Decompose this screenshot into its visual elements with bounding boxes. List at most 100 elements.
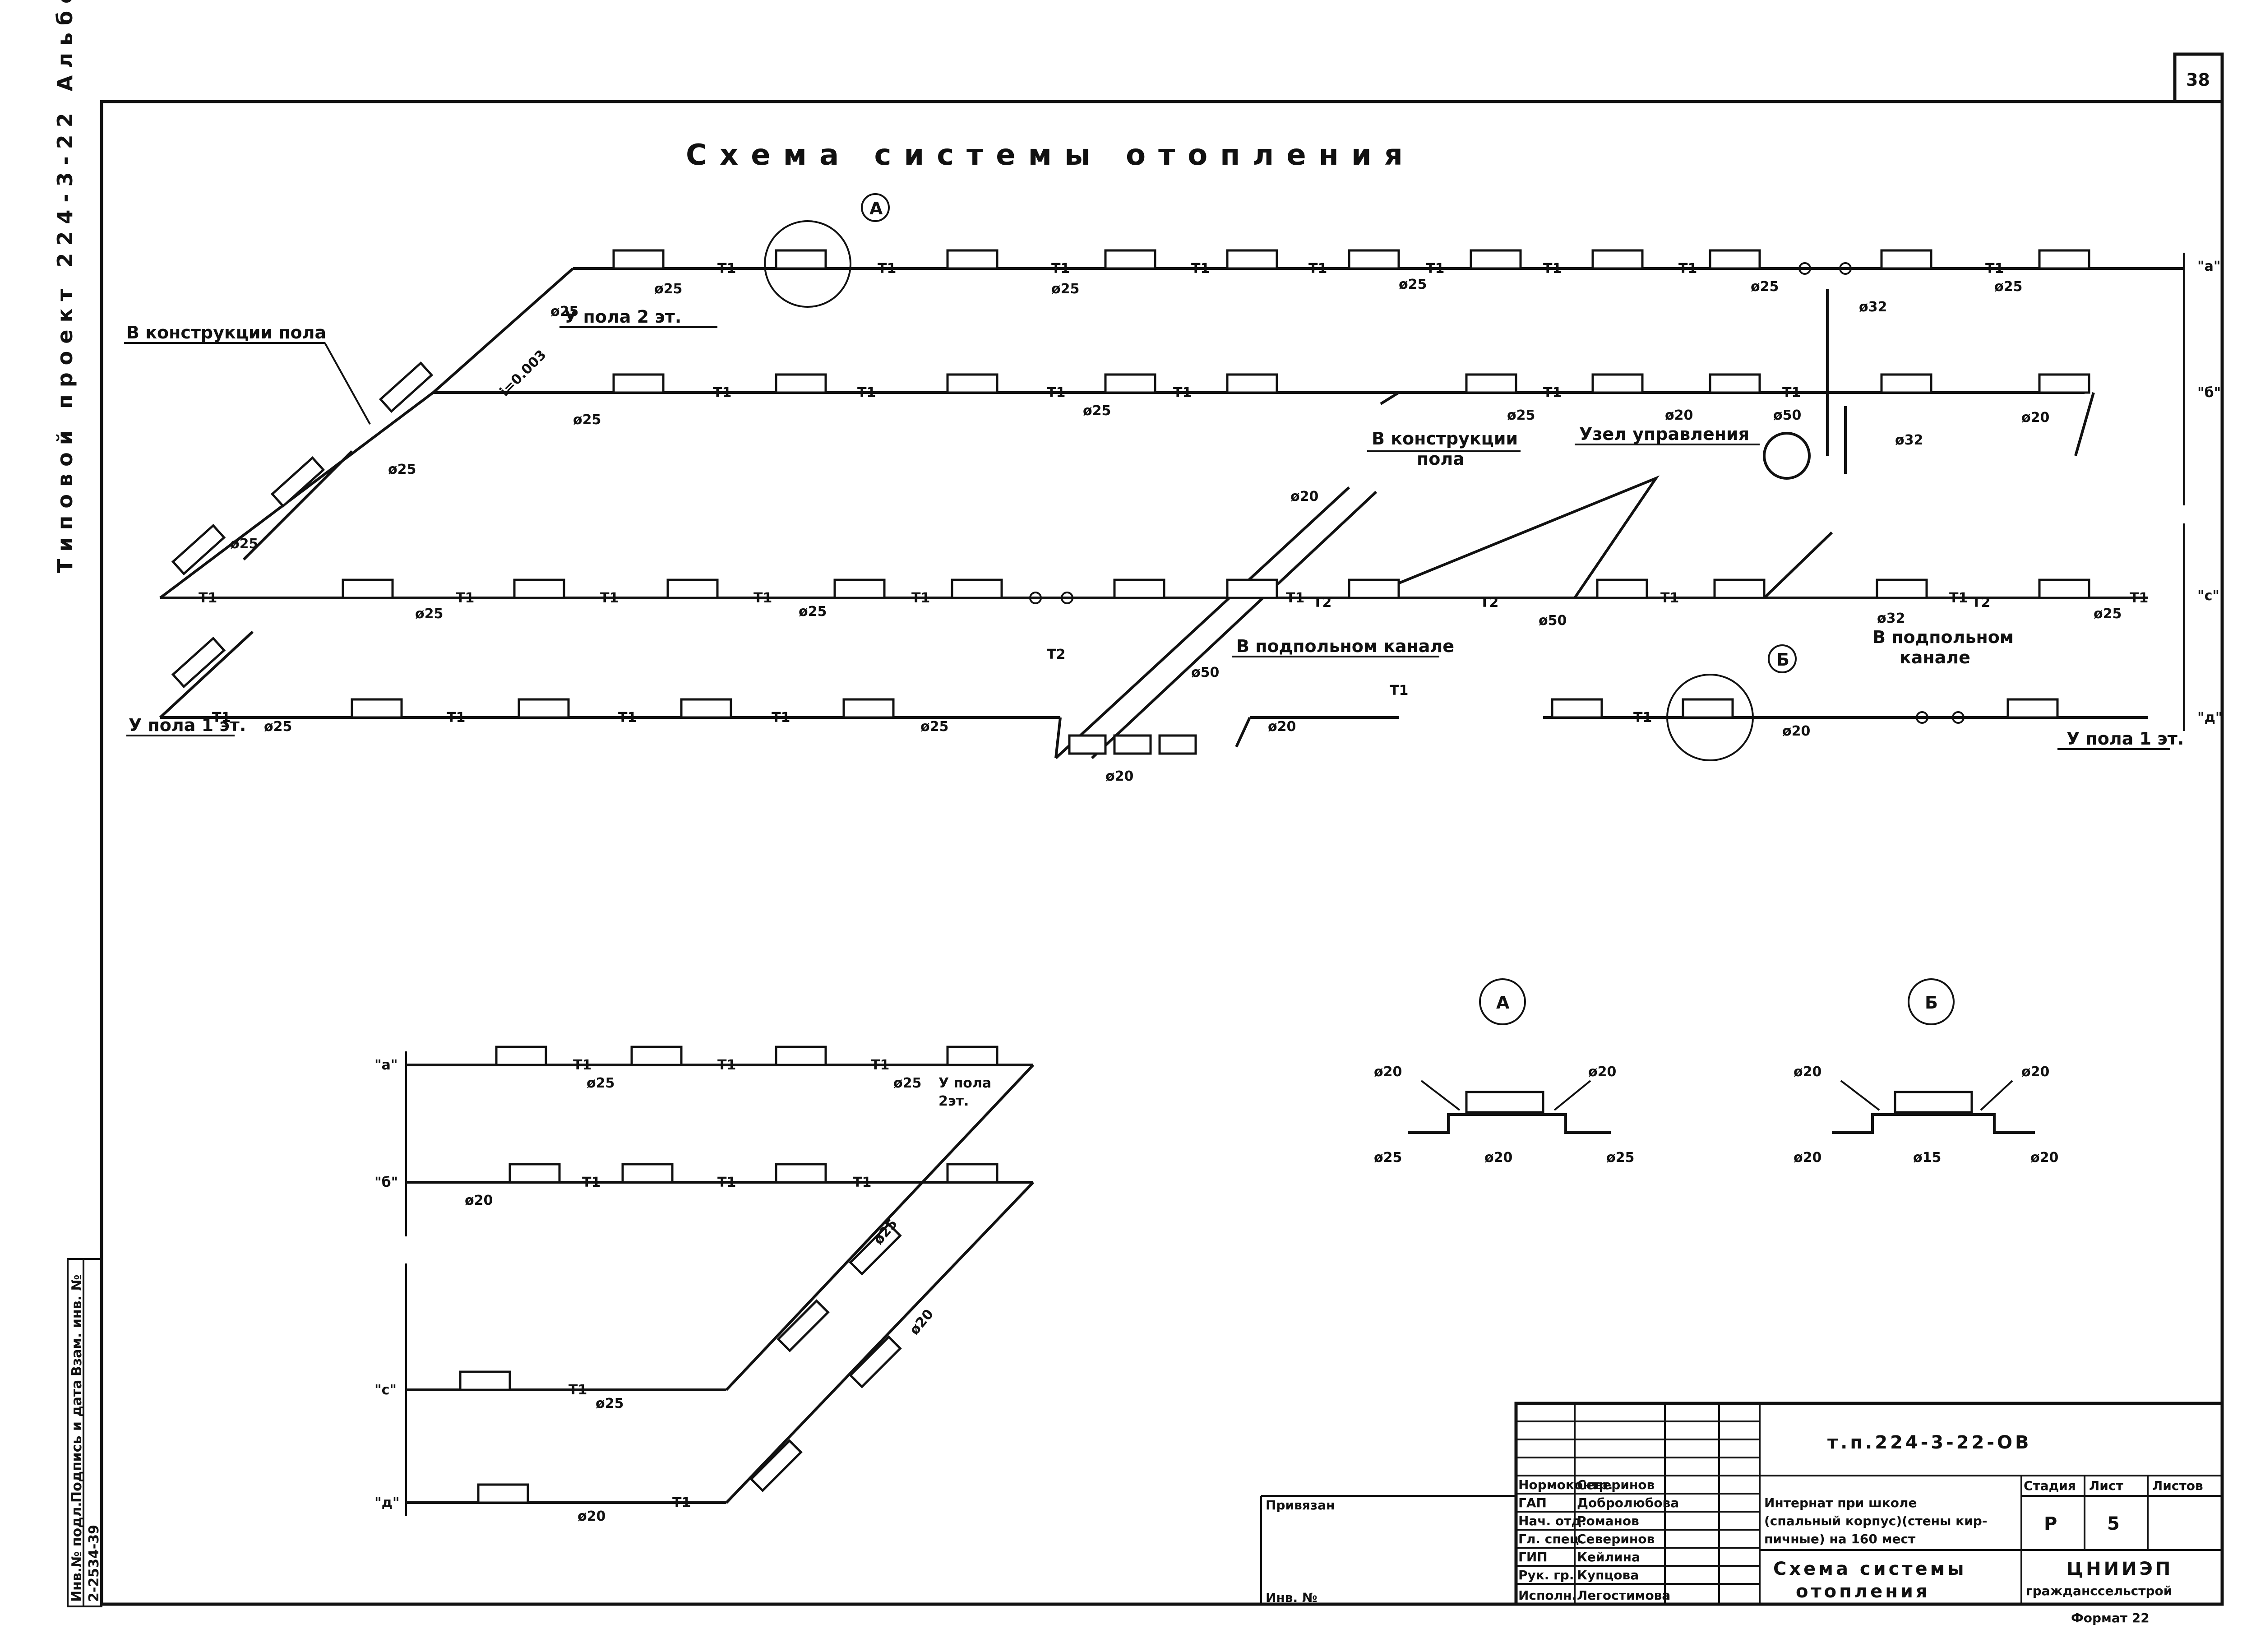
svg-text:Нач. отд.: Нач. отд.	[1518, 1513, 1586, 1528]
svg-text:ø20: ø20	[1374, 1064, 1402, 1080]
callout-b-label: Б	[1776, 650, 1789, 670]
radiators-row-c	[342, 578, 2090, 599]
svg-text:ø20: ø20	[1290, 489, 1318, 504]
svg-text:Т1: Т1	[772, 710, 790, 726]
svg-text:Т1: Т1	[1543, 261, 1562, 277]
svg-text:Рук. гр.: Рук. гр.	[1518, 1568, 1574, 1583]
svg-text:Т1: Т1	[600, 590, 619, 606]
svg-text:Добролюбова: Добролюбова	[1577, 1495, 1679, 1510]
radiators-row-b	[612, 373, 2090, 394]
svg-text:"а": "а"	[374, 1057, 398, 1073]
note-control-unit: Узел управления	[1579, 424, 1749, 444]
doc-code: т.п.224-3-22-ОВ	[1827, 1432, 2032, 1453]
svg-text:ø25: ø25	[596, 1396, 624, 1411]
svg-text:ГИП: ГИП	[1518, 1550, 1548, 1564]
svg-text:Т1: Т1	[569, 1382, 587, 1398]
svg-text:Т1: Т1	[573, 1057, 592, 1073]
svg-text:Т1: Т1	[618, 710, 637, 726]
pipe-labels: Т1 Т1 Т1 Т1 Т1 Т1 Т1 Т1 Т1 Т1 Т1 Т1 Т1 Т…	[199, 261, 2148, 726]
svg-text:Т1: Т1	[871, 1057, 889, 1073]
svg-text:"д": "д"	[374, 1495, 400, 1511]
svg-text:ø25: ø25	[573, 412, 601, 428]
svg-text:Т2: Т2	[1972, 595, 1990, 611]
svg-text:ø25: ø25	[654, 281, 682, 297]
svg-text:Т1: Т1	[1426, 261, 1444, 277]
main-scheme: А Б "а" "б" "с" "д" В конструкции пола У…	[124, 193, 2223, 784]
detail-b: Б ø20 ø20 ø20 ø15 ø20	[1794, 978, 2058, 1166]
svg-text:Т1: Т1	[199, 590, 217, 606]
svg-text:Т1: Т1	[672, 1495, 691, 1511]
svg-text:Т1: Т1	[1047, 385, 1065, 401]
svg-text:А: А	[1496, 993, 1510, 1013]
svg-text:Т1: Т1	[878, 261, 896, 277]
svg-text:Кейлина: Кейлина	[1577, 1550, 1640, 1564]
svg-text:ø25: ø25	[893, 1075, 921, 1091]
svg-text:ø20: ø20	[1268, 719, 1296, 735]
svg-text:2-2534-39: 2-2534-39	[86, 1525, 102, 1602]
svg-text:Нормоконтр.: Нормоконтр.	[1518, 1477, 1613, 1492]
callout-b-circle	[1666, 674, 1754, 761]
note-in-floor-2b: пола	[1417, 449, 1465, 469]
svg-text:ø25: ø25	[1374, 1150, 1402, 1166]
axis-d-label: "д"	[2197, 710, 2223, 726]
svg-text:Т1: Т1	[754, 590, 772, 606]
svg-text:Листов: Листов	[2152, 1478, 2203, 1493]
svg-text:Стадия: Стадия	[2024, 1478, 2076, 1493]
left-stamp: Инв.№ подл. Подпись и дата Взам. инв. № …	[67, 1258, 102, 1607]
svg-text:Т1: Т1	[2130, 590, 2148, 606]
svg-text:Т1: Т1	[447, 710, 465, 726]
note-underfloor-channel: В подпольном канале	[1236, 636, 1454, 656]
project-name-3: пичные) на 160 мест	[1764, 1532, 1916, 1546]
svg-text:Т1: Т1	[857, 385, 876, 401]
svg-text:ø25: ø25	[1399, 277, 1427, 292]
svg-text:Т1: Т1	[713, 385, 731, 401]
radiators-row-d	[351, 698, 2059, 755]
svg-text:ø25: ø25	[264, 719, 292, 735]
svg-text:Легостимова: Легостимова	[1577, 1588, 1670, 1603]
note-at-floor-1-right: У пола 1 эт.	[2066, 729, 2184, 749]
svg-text:Т1: Т1	[1543, 385, 1562, 401]
svg-text:Т1: Т1	[853, 1175, 871, 1190]
svg-text:ø25: ø25	[388, 462, 416, 477]
tied-label: Привязан	[1266, 1498, 1335, 1513]
svg-text:Романов: Романов	[1577, 1513, 1639, 1528]
svg-text:ø25: ø25	[1051, 281, 1079, 297]
svg-text:Т1: Т1	[1949, 590, 1968, 606]
svg-text:ø50: ø50	[1539, 613, 1567, 629]
note-at-floor-1: У пола 1 эт.	[129, 715, 246, 735]
svg-text:Т1: Т1	[911, 590, 930, 606]
svg-text:ø20: ø20	[1105, 768, 1133, 784]
svg-text:ø25: ø25	[1751, 279, 1779, 295]
axis-a-label: "а"	[2197, 259, 2221, 274]
svg-text:ø20: ø20	[1782, 723, 1810, 739]
svg-text:ø32: ø32	[1859, 299, 1887, 315]
svg-text:ø20: ø20	[1794, 1064, 1821, 1080]
format-label: Формат 22	[2071, 1610, 2150, 1625]
axis-c-label: "с"	[2197, 588, 2219, 604]
radiators-row-a	[612, 249, 2090, 270]
svg-text:Взам. инв. №: Взам. инв. №	[69, 1274, 85, 1376]
axis-b-label: "б"	[2197, 385, 2221, 401]
svg-text:ø25: ø25	[415, 606, 443, 622]
callout-a-label: А	[869, 199, 883, 218]
radiators-risers-left	[171, 361, 434, 689]
svg-text:Т1: Т1	[212, 710, 231, 726]
svg-text:ø25: ø25	[1083, 403, 1111, 419]
svg-text:Т1: Т1	[1678, 261, 1697, 277]
svg-text:Лист: Лист	[2089, 1478, 2123, 1493]
svg-text:ø25: ø25	[550, 304, 578, 319]
side-title: Типовой проект 224-3-22 Альбом I	[53, 0, 77, 573]
svg-text:ø25: ø25	[2094, 606, 2122, 622]
svg-text:ø25: ø25	[799, 604, 827, 620]
sheet-title-1: Схема системы	[1773, 1559, 1967, 1579]
note-in-floor: В конструкции пола	[126, 323, 326, 342]
svg-text:ø20: ø20	[1665, 407, 1693, 423]
svg-text:Т1: Т1	[717, 1175, 736, 1190]
svg-text:ø25: ø25	[1994, 279, 2022, 295]
svg-text:"б": "б"	[374, 1175, 398, 1190]
svg-text:ø20: ø20	[1794, 1150, 1821, 1166]
svg-text:ø50: ø50	[1773, 407, 1801, 423]
note-at-floor-2: У пола 2 эт.	[564, 307, 681, 327]
svg-text:5: 5	[2107, 1513, 2122, 1534]
inset-at-floor-2a: У пола	[938, 1075, 991, 1091]
